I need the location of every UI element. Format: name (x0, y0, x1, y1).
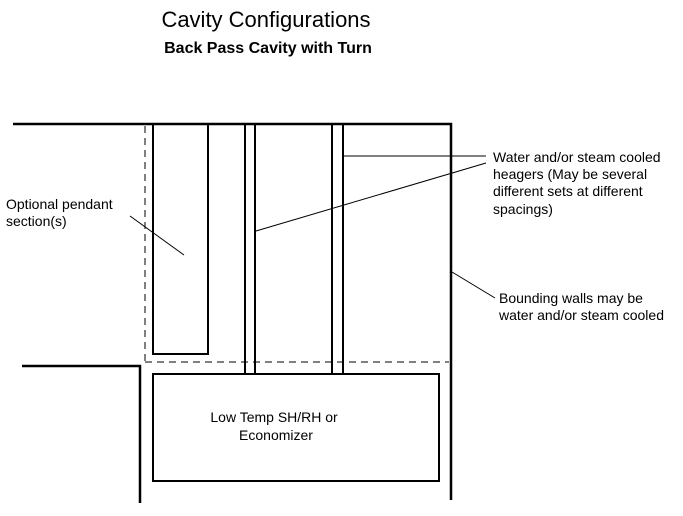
bounding-walls (13, 122, 453, 503)
diagram-subtitle: Back Pass Cavity with Turn (164, 40, 372, 57)
pendant-label-line-1: Optional pendant (6, 196, 113, 212)
economizer-label: Low Temp SH/RH or Economizer (210, 409, 341, 443)
cavity-boundary-dashed (144, 126, 449, 363)
pendant-leader (129, 215, 185, 256)
upper-wall (13, 122, 453, 500)
walls-label-line-1: Bounding walls may be (499, 290, 643, 306)
lower-left-wall (22, 364, 142, 503)
diagram-title: Cavity Configurations (161, 7, 370, 32)
leader-lines (129, 155, 496, 299)
economizer-label-line-1: Low Temp SH/RH or (210, 409, 338, 425)
pendant-label: Optional pendant section(s) (6, 196, 117, 229)
walls-leader (451, 271, 496, 299)
economizer-box (152, 373, 440, 482)
headers-label: Water and/or steam cooled heagers (May b… (493, 149, 664, 217)
pendant-section (152, 123, 209, 355)
walls-label-line-2: water and/or steam cooled (498, 307, 664, 323)
economizer-label-line-2: Economizer (239, 427, 313, 443)
headers-label-line-2: heagers (May be several (493, 166, 647, 182)
header-set-2 (331, 124, 344, 374)
header-set-1 (244, 124, 256, 374)
headers-label-line-3: different sets at different (493, 183, 643, 199)
pendant-label-line-2: section(s) (6, 213, 67, 229)
headers-label-line-4: spacings) (493, 201, 553, 217)
header-leader-2 (255, 162, 487, 232)
walls-label: Bounding walls may be water and/or steam… (498, 290, 664, 323)
headers-label-line-1: Water and/or steam cooled (493, 149, 661, 165)
